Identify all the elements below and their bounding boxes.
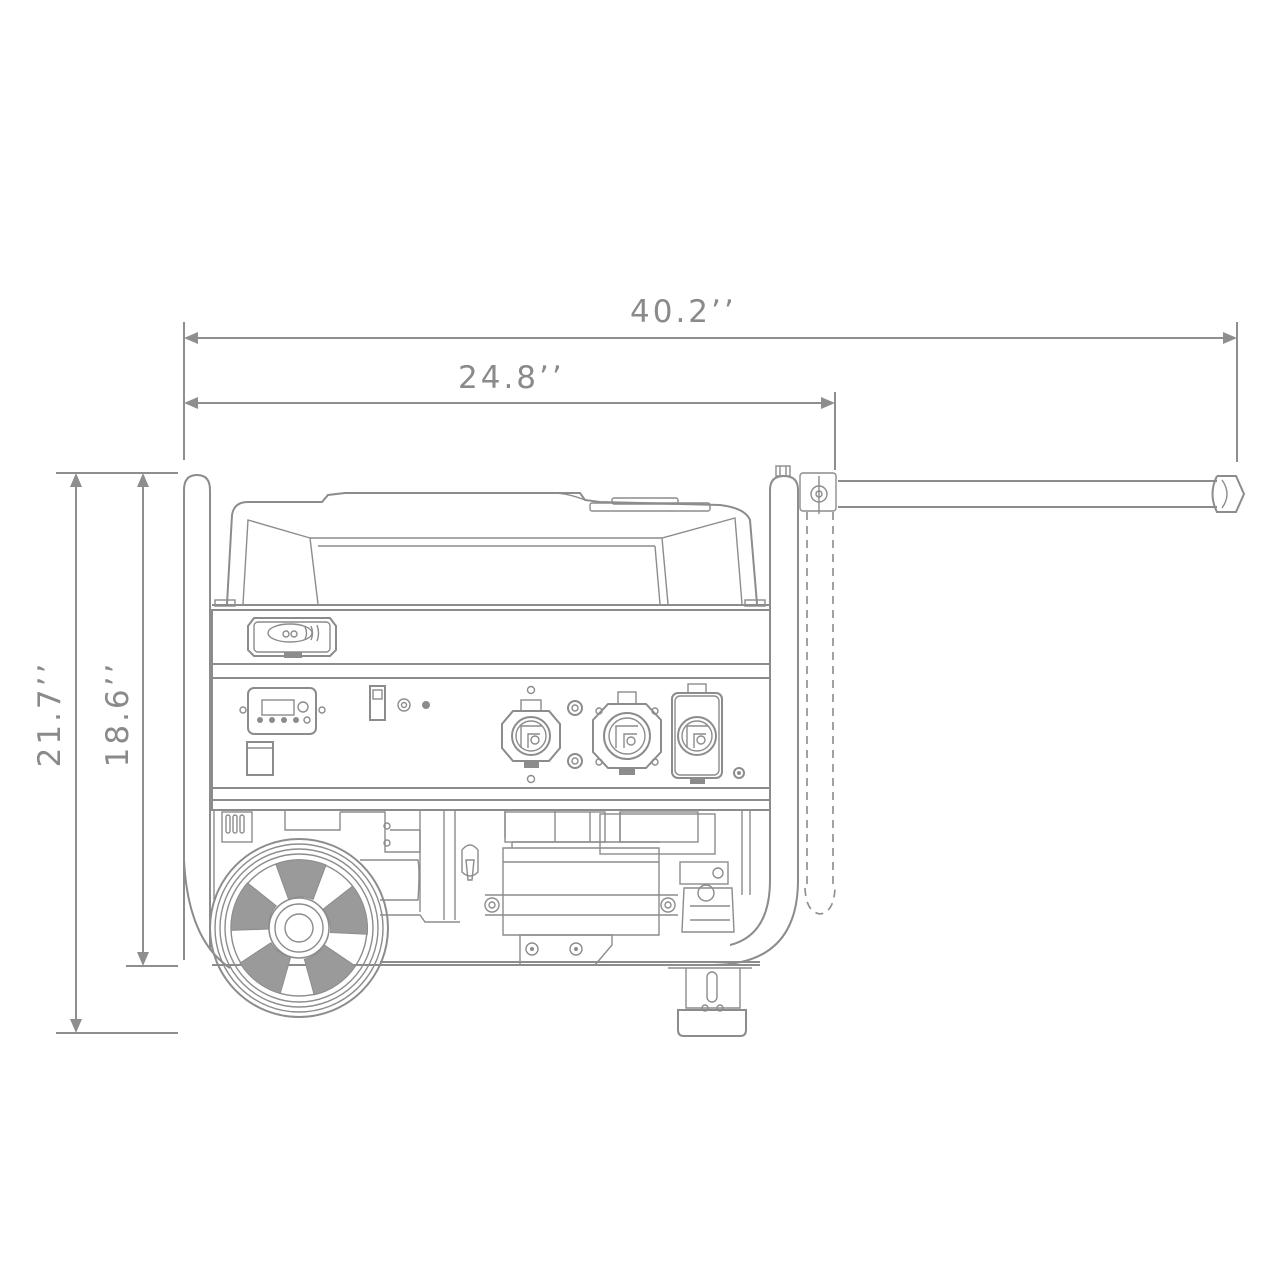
wheel: [209, 838, 389, 1018]
battery-box: [484, 841, 678, 966]
folding-handle: [799, 472, 1246, 915]
remote-start-module: [247, 617, 337, 658]
frame: [183, 465, 799, 969]
digital-meter: [239, 687, 326, 735]
overall-length-label: 40.2’’: [630, 294, 737, 330]
dimension-frame-length: [184, 392, 836, 470]
control-panel: [211, 609, 771, 811]
power-switch: [246, 685, 386, 776]
usb-ports: [567, 700, 583, 769]
support-leg: [668, 967, 752, 1037]
frame-height-label: 18.6’’: [100, 660, 136, 768]
dimension-overall-length: [183, 322, 1238, 462]
fuel-tank: [212, 492, 770, 607]
dimension-overall-height: [56, 472, 178, 1034]
outlet-twist-lock-large: [592, 691, 662, 775]
frame-length-label: 24.8’’: [458, 360, 565, 396]
outlet-rv: [671, 683, 745, 784]
indicator-lights: [397, 698, 430, 712]
overall-height-label: 21.7’’: [32, 660, 68, 768]
fuel-valve: [679, 861, 735, 933]
outlet-twist-lock-small: [501, 685, 561, 784]
dimension-frame-height: [126, 473, 178, 967]
